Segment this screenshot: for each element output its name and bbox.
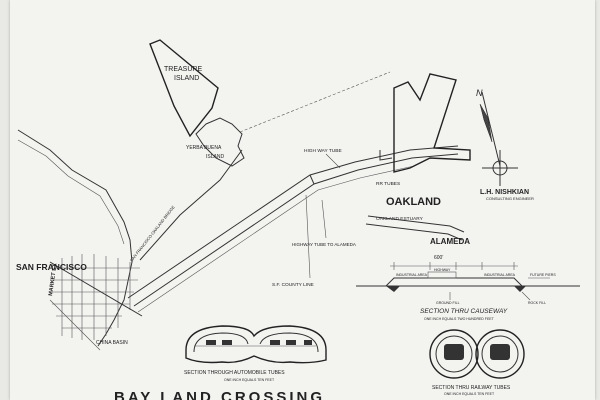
ground-fill-label: GROUND FILL	[436, 301, 460, 305]
north-arrow-icon	[479, 91, 518, 186]
bay-bridge-line	[139, 149, 243, 261]
market-st-label: MARKET ST.	[48, 262, 59, 296]
oakland-waterfront	[393, 73, 471, 173]
north-label: N	[476, 88, 483, 98]
future-piers-label: FUTURE PIERS	[530, 273, 556, 277]
engineer-title: CONSULTING ENGINEER	[486, 196, 534, 201]
oakland-estuary-channel	[365, 215, 465, 241]
rail-tubes-scale: ONE INCH EQUALS TEN FEET	[444, 392, 495, 396]
sf-county-line	[305, 194, 311, 279]
yerba-buena-island-outline	[195, 117, 245, 167]
treasure-island-label-1: TREASURE	[164, 66, 202, 73]
map-title: BAY LAND CROSSING	[114, 389, 325, 400]
map-sheet: TREASURE ISLAND YERBA BUENA ISLAND SAN F…	[10, 0, 595, 400]
oakland-label: OAKLAND	[386, 196, 441, 208]
sf-street-grid	[49, 254, 143, 351]
san-francisco-label: SAN FRANCISCO	[16, 262, 87, 272]
yerba-buena-label-1: YERBA BUENA	[186, 145, 222, 151]
alameda-tube-leader	[321, 199, 327, 239]
auto-tubes-title: SECTION THROUGH AUTOMOBILE TUBES	[184, 370, 285, 376]
causeway-section-scale: ONE INCH EQUALS TWO HUNDRED FEET	[424, 317, 495, 321]
treasure-island-label-2: ISLAND	[174, 75, 199, 82]
sf-county-line-label: S.F. COUNTY LINE	[272, 282, 314, 288]
rock-fill-label: ROCK FILL	[528, 301, 546, 305]
causeway-part-1: INDUSTRIAL AREA	[396, 273, 428, 277]
engineer-name: L.H. NISHKIAN	[480, 189, 529, 196]
highway-tube-leader	[325, 153, 341, 169]
bridge-dashed-line	[239, 71, 391, 133]
oakland-estuary-label: OAKLAND ESTUARY	[376, 216, 424, 222]
china-basin-label: CHINA BASIN	[96, 340, 128, 346]
causeway-section-title: SECTION THRU CAUSEWAY	[420, 308, 508, 315]
yerba-buena-label-2: ISLAND	[206, 154, 224, 160]
oakland-pier	[379, 150, 393, 161]
sf-shoreline	[17, 129, 133, 347]
main-tube-band	[127, 145, 459, 313]
causeway-part-3: INDUSTRIAL AREA	[484, 273, 516, 277]
sf-shoreline-inner	[17, 139, 125, 245]
bridge-label: SAN FRANCISCO-OAKLAND BRIDGE	[129, 204, 176, 262]
rr-tubes-label: RR TUBES	[376, 181, 400, 187]
alameda-label: ALAMEDA	[430, 237, 470, 246]
auto-tubes-section-drawing	[185, 325, 327, 364]
auto-tubes-scale: ONE INCH EQUALS TEN FEET	[224, 378, 275, 382]
rail-tubes-section-drawing	[429, 329, 525, 379]
highway-tube-label: HIGH WAY TUBE	[304, 148, 342, 154]
causeway-part-2: HIGHWAY	[434, 268, 451, 272]
causeway-width-label: 600'	[434, 255, 443, 261]
treasure-island-outline	[149, 39, 219, 138]
map-drawing: TREASURE ISLAND YERBA BUENA ISLAND SAN F…	[16, 39, 580, 400]
causeway-section-drawing	[356, 262, 580, 301]
highway-tube-alameda-label: HIGHWAY TUBE TO ALAMEDA	[292, 242, 356, 247]
rail-tubes-title: SECTION THRU RAILWAY TUBES	[432, 385, 511, 391]
